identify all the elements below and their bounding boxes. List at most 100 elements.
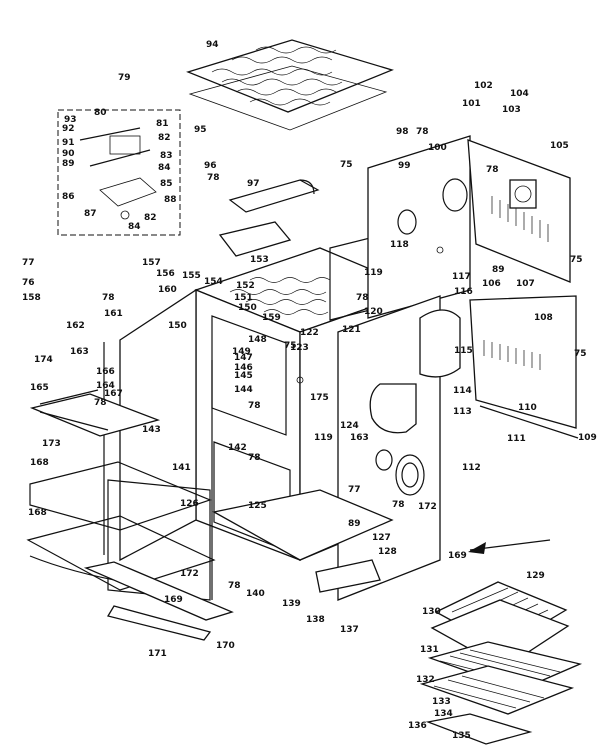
part-label: 113 [453,407,472,417]
part-label: 150 [168,321,187,331]
part-label: 167 [104,389,123,399]
part-label: 169 [448,551,467,561]
control-assembly-box [57,109,181,236]
part-label: 104 [510,89,529,99]
part-label: 166 [96,367,115,377]
part-label: 75 [284,341,297,351]
part-label: 96 [204,161,217,171]
top-rod-assembly [218,179,320,257]
part-label: 111 [507,434,526,444]
part-label: 101 [462,99,481,109]
part-label: 148 [248,335,267,345]
part-label: 136 [408,721,427,731]
part-label: 124 [340,421,359,431]
top-gasket [188,65,388,131]
part-label: 82 [158,133,171,143]
part-label: 98 [396,127,409,137]
part-label: 115 [454,346,473,356]
part-label: 75 [570,255,583,265]
part-label: 144 [234,385,253,395]
part-label: 78 [248,401,261,411]
part-label: 112 [462,463,481,473]
part-label: 114 [453,386,472,396]
part-label: 120 [364,307,383,317]
part-label: 131 [420,645,439,655]
front-frame [103,288,213,601]
part-label: 156 [156,269,175,279]
part-label: 165 [30,383,49,393]
part-label: 121 [342,325,361,335]
part-label: 87 [84,209,97,219]
part-label: 78 [248,453,261,463]
part-label: 102 [474,81,493,91]
part-label: 146 [234,363,253,373]
part-label: 155 [182,271,201,281]
part-label: 105 [550,141,569,151]
part-label: 145 [234,371,253,381]
part-label: 81 [156,119,169,129]
part-label: 152 [236,281,255,291]
bottom-frame [212,489,394,561]
part-label: 78 [102,293,115,303]
part-label: 149 [232,347,251,357]
part-label: 119 [364,268,383,278]
part-label: 151 [234,293,253,303]
part-label: 76 [22,278,35,288]
part-label: 91 [62,138,75,148]
part-label: 128 [378,547,397,557]
part-label: 141 [172,463,191,473]
part-label: 157 [142,258,161,268]
part-label: 163 [70,347,89,357]
part-label: 153 [250,255,269,265]
part-label: 143 [142,425,161,435]
part-label: 125 [248,501,267,511]
part-label: 135 [452,731,471,741]
part-label: 159 [262,313,281,323]
part-label: 170 [216,641,235,651]
part-label: 127 [372,533,391,543]
part-label: 175 [310,393,329,403]
part-label: 134 [434,709,453,719]
part-label: 158 [22,293,41,303]
door-panel [26,461,216,591]
part-label: 103 [502,105,521,115]
part-label: 89 [62,159,75,169]
part-label: 88 [164,195,177,205]
part-label: 168 [30,458,49,468]
part-label: 99 [398,161,411,171]
part-label: 172 [418,502,437,512]
part-label: 147 [234,353,253,363]
rear-panel [367,135,471,319]
part-label: 78 [207,173,220,183]
part-label: 78 [228,581,241,591]
part-label: 129 [526,571,545,581]
part-label: 93 [64,115,77,125]
part-label: 119 [314,433,333,443]
arrow-128 [468,539,551,554]
part-label: 90 [62,149,75,159]
part-label: 78 [356,293,369,303]
part-label: 78 [416,127,429,137]
part-label: 132 [416,675,435,685]
bottom-trim [83,561,234,621]
part-label: 163 [350,433,369,443]
part-label: 117 [452,272,471,282]
part-label: 80 [94,108,107,118]
part-label: 75 [574,349,587,359]
part-label: 138 [306,615,325,625]
part-label: 116 [454,287,473,297]
part-label: 126 [180,499,199,509]
part-label: 130 [422,607,441,617]
part-label: 86 [62,192,75,202]
broiler-pan [430,581,570,669]
part-label: 79 [118,73,131,83]
part-label: 78 [94,398,107,408]
part-label: 162 [66,321,85,331]
part-label: 168 [28,508,47,518]
part-label: 169 [164,595,183,605]
part-label: 133 [432,697,451,707]
part-label: 139 [282,599,301,609]
